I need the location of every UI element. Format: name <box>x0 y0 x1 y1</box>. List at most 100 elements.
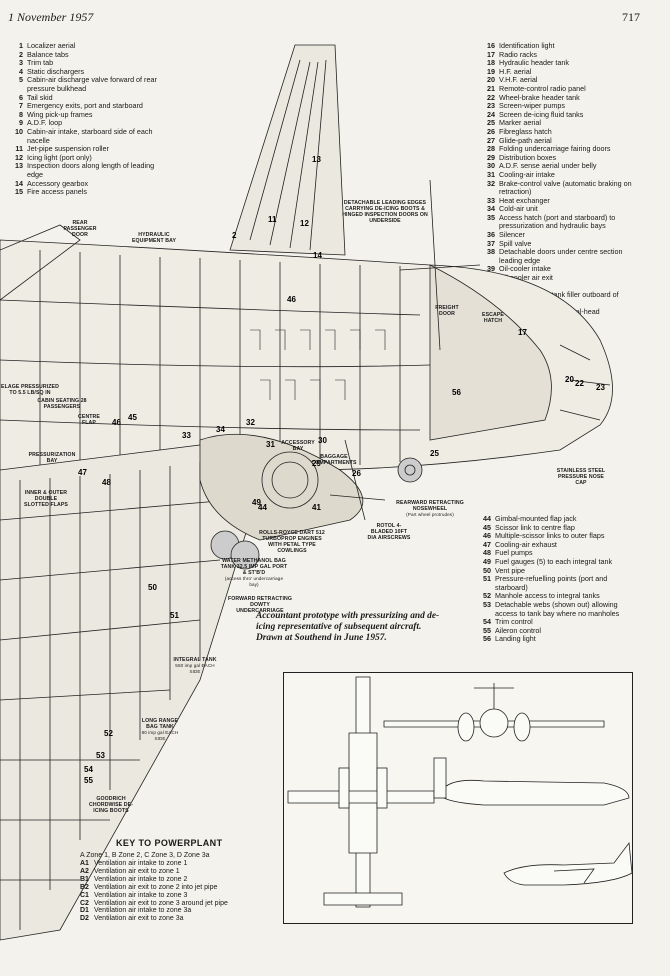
key-text: Screen-wiper pumps <box>499 101 565 111</box>
key-text: Brake-control valve (automatic braking o… <box>499 178 632 197</box>
key-text: Emergency exits, port and starboard <box>27 101 143 111</box>
key-number: 47 <box>483 539 491 549</box>
key-number: 8 <box>19 109 23 119</box>
callout-number: 53 <box>96 751 105 760</box>
label-integral-tank: INTEGRAL TANK 550 imp gal EACH SIDE <box>170 657 220 675</box>
key-number: 5 <box>19 75 23 85</box>
key-number: 10 <box>15 126 23 136</box>
label-accessory-bay: ACCESSORY BAY <box>281 440 315 452</box>
label-long-range-sub: 80 imp gal EACH SIDE <box>141 730 179 741</box>
callout-number: 17 <box>518 328 527 337</box>
powerplant-text: Ventilation air exit to zone 2 into jet … <box>94 883 218 891</box>
powerplant-key: KEY TO POWERPLANT A Zone 1, B Zone 2, C … <box>80 838 280 923</box>
callout-number: 56 <box>452 388 461 397</box>
key-number: 23 <box>487 101 495 111</box>
key-number: 13 <box>15 161 23 171</box>
key-number: 3 <box>19 58 23 68</box>
label-escape-hatch: ESCAPE HATCH <box>482 312 504 324</box>
callout-number: 12 <box>300 219 309 228</box>
key-number: 22 <box>487 92 495 102</box>
powerplant-text: Ventilation air intake to zone 3a <box>94 907 192 915</box>
key-number: 44 <box>483 514 491 523</box>
powerplant-title: KEY TO POWERPLANT <box>116 838 223 848</box>
callout-number: 41 <box>312 503 321 512</box>
key-number: 1 <box>19 41 23 50</box>
callout-number: 32 <box>246 418 255 427</box>
key-text: Pressure-refuelling points (port and sta… <box>495 574 608 592</box>
label-nosewheel-sub: (Part wheel protrudes) <box>406 512 454 517</box>
key-text: Identification light <box>499 41 555 50</box>
key-text: Accessory gearbox <box>27 178 89 188</box>
key-number: 29 <box>487 152 495 162</box>
key-text: Inspection doors along length of leading… <box>27 161 155 179</box>
key-text: Oil-cooler air exit <box>499 273 553 283</box>
key-number: 37 <box>487 238 495 248</box>
key-number: 55 <box>483 625 491 635</box>
key-item: 5 Cabin-air discharge valve forward of re… <box>10 76 170 93</box>
callout-number: 55 <box>84 776 93 785</box>
key-text: A.D.F. sense aerial under belly <box>499 161 597 171</box>
key-text: Fibreglass hatch <box>499 126 552 136</box>
callout-number: 30 <box>318 436 327 445</box>
callout-number: 31 <box>266 440 275 449</box>
key-text: Aileron control <box>495 625 541 635</box>
key-number: 49 <box>483 556 491 566</box>
powerplant-text: Ventilation air intake to zone 1 <box>94 860 188 867</box>
key-item: 37 Spill valve <box>482 238 632 249</box>
callout-number: 47 <box>78 468 87 477</box>
key-number: 50 <box>483 565 491 575</box>
key-item: 4 Static dischargers <box>10 66 170 77</box>
key-text: Localizer aerial <box>27 41 76 50</box>
key-number: 39 <box>487 264 495 274</box>
key-text: Cabin-air discharge valve forward of rea… <box>27 75 157 93</box>
callout-number: 51 <box>170 611 179 620</box>
key-number: 21 <box>487 83 495 93</box>
callout-number: 34 <box>216 425 225 434</box>
label-long-range: LONG RANGE BAG TANK 80 imp gal EACH SIDE <box>138 718 182 742</box>
powerplant-zones: A Zone 1, B Zone 2, C Zone 3, D Zone 3a <box>80 852 210 859</box>
powerplant-code: D2 <box>80 915 89 923</box>
callout-number: 46 <box>112 418 121 427</box>
key-number: 4 <box>19 66 23 76</box>
key-number: 28 <box>487 144 495 154</box>
key-text: Fuel gauges (5) to each integral tank <box>495 556 613 566</box>
key-text: Static dischargers <box>27 66 85 76</box>
key-number: 16 <box>487 41 495 50</box>
key-item: 13 Inspection doors along length of leadi… <box>10 161 170 179</box>
key-text: Multiple-scissor links to outer flaps <box>495 531 605 541</box>
key-text: Glide-path aerial <box>499 135 552 145</box>
powerplant-text: Ventilation air intake to zone 3 <box>94 891 188 899</box>
powerplant-text: Ventilation air intake to zone 2 <box>94 875 188 883</box>
callout-number: 46 <box>287 295 296 304</box>
three-view-drawing <box>287 676 632 908</box>
label-long-range-text: LONG RANGE BAG TANK <box>141 718 179 730</box>
key-number: 6 <box>19 92 23 102</box>
label-integral-tank-sub: 550 imp gal EACH SIDE <box>175 663 215 674</box>
key-text: H.F. aerial <box>499 66 532 76</box>
key-text: Fuel pumps <box>495 548 533 558</box>
key-text: Spill valve <box>499 238 532 248</box>
label-pressurization-bay: PRESSURIZATION BAY <box>28 452 76 464</box>
key-text: Cabin-air intake, starboard side of each… <box>27 126 153 145</box>
label-hydraulic-bay: HYDRAULIC EQUIPMENT BAY <box>131 232 177 244</box>
label-water-methanol: WATER METHANOL BAG TANK 32.5 imp gal POR… <box>220 558 288 588</box>
callout-number: 13 <box>312 155 321 164</box>
powerplant-code: B2 <box>80 883 89 891</box>
